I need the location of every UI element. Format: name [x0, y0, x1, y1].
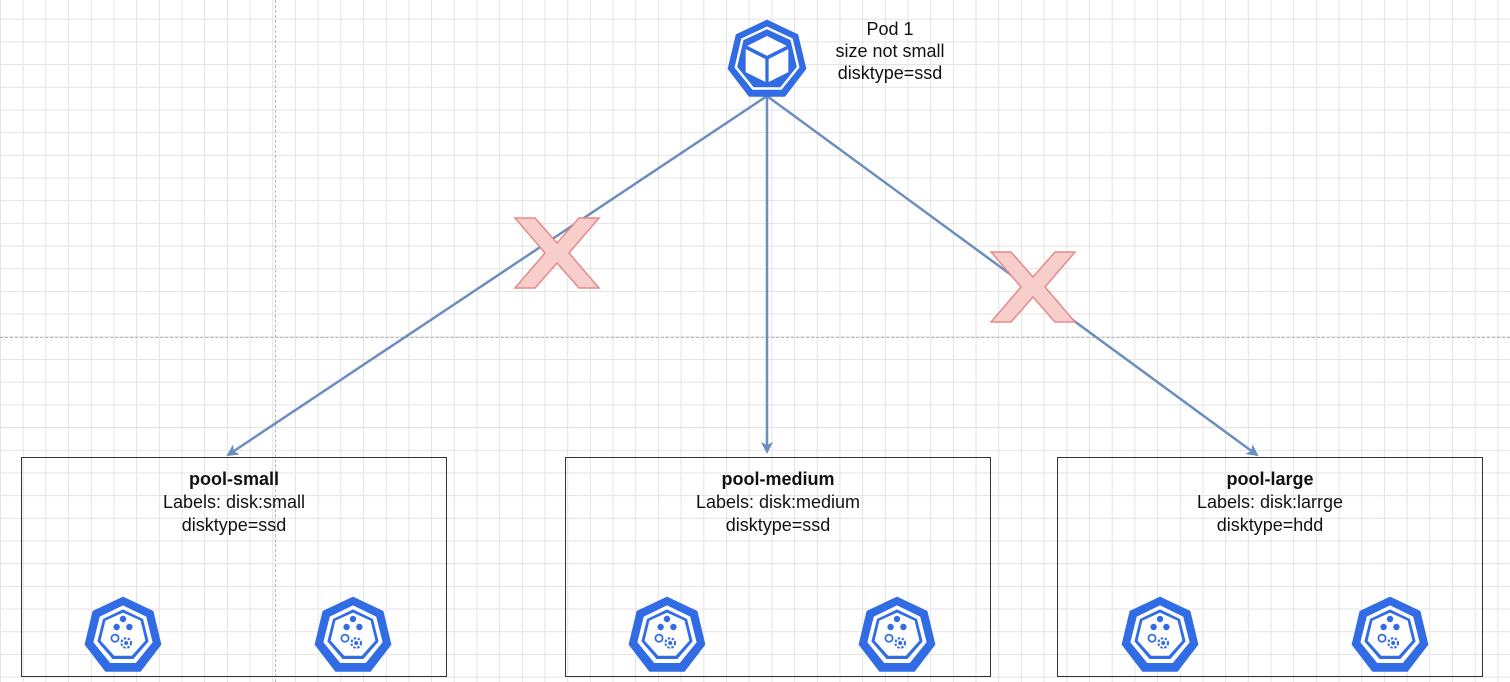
pool-name: pool-small	[188, 469, 279, 489]
pool-large-text: pool-large Labels: disk:larrge disktype=…	[1058, 468, 1482, 537]
pool-labels: Labels: disk:medium	[695, 492, 861, 512]
kubernetes-node-icon[interactable]	[83, 595, 163, 675]
pool-name: pool-large	[1226, 469, 1314, 489]
pool-name: pool-medium	[721, 469, 835, 489]
kubernetes-node-icon[interactable]	[627, 595, 707, 675]
pool-small-container[interactable]: pool-small Labels: disk:small disktype=s…	[21, 457, 447, 677]
pool-labels: Labels: disk:larrge	[1196, 492, 1344, 512]
pod-constraint-disktype: disktype=ssd	[837, 63, 943, 83]
pool-large-container[interactable]: pool-large Labels: disk:larrge disktype=…	[1057, 457, 1483, 677]
kubernetes-pod-icon[interactable]	[726, 18, 808, 100]
blocked-x-icon	[513, 217, 601, 289]
pool-medium-container[interactable]: pool-medium Labels: disk:medium disktype…	[565, 457, 991, 677]
pod-label: Pod 1 size not small disktype=ssd	[810, 18, 970, 84]
kubernetes-node-icon[interactable]	[1350, 595, 1430, 675]
horizontal-page-guide	[0, 337, 1510, 338]
pod-name: Pod 1	[866, 19, 914, 39]
pool-medium-text: pool-medium Labels: disk:medium disktype…	[566, 468, 990, 537]
pool-small-text: pool-small Labels: disk:small disktype=s…	[22, 468, 446, 537]
vertical-page-guide	[275, 0, 276, 682]
pod-constraint-size: size not small	[835, 41, 945, 61]
pool-labels: Labels: disk:small	[162, 492, 306, 512]
pool-disktype: disktype=ssd	[181, 515, 287, 535]
kubernetes-node-icon[interactable]	[857, 595, 937, 675]
kubernetes-node-icon[interactable]	[313, 595, 393, 675]
blocked-x-icon	[989, 251, 1077, 323]
pool-disktype: disktype=hdd	[1216, 515, 1324, 535]
kubernetes-node-icon[interactable]	[1120, 595, 1200, 675]
pool-disktype: disktype=ssd	[725, 515, 831, 535]
edge-pod-to-pool-small[interactable]	[226, 94, 768, 457]
